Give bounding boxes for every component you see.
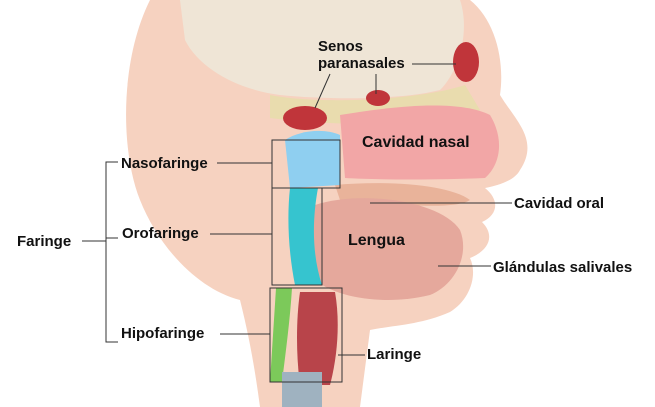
larynx — [297, 292, 338, 385]
ethmoid-sinus — [366, 90, 390, 106]
lengua-label: Lengua — [348, 232, 405, 249]
faringe-bracket — [82, 162, 118, 342]
nasopharynx-region — [285, 131, 340, 188]
faringe-label: Faringe — [17, 233, 71, 250]
cavidad-oral-label: Cavidad oral — [514, 195, 604, 212]
frontal-sinus — [453, 42, 479, 82]
senos-label-line2: paranasales — [318, 55, 405, 72]
trachea — [282, 372, 322, 407]
cavidad-nasal-label: Cavidad nasal — [362, 134, 470, 151]
nasofaringe-label: Nasofaringe — [121, 155, 208, 172]
laringe-label: Laringe — [367, 346, 421, 363]
sphenoid-sinus — [283, 106, 327, 130]
orofaringe-label: Orofaringe — [122, 225, 199, 242]
glandulas-salivales-label: Glándulas salivales — [493, 259, 632, 276]
senos-paranasales-label: Senos paranasales — [318, 38, 405, 72]
hipofaringe-label: Hipofaringe — [121, 325, 204, 342]
tongue — [304, 198, 463, 300]
senos-label-line1: Senos — [318, 38, 405, 55]
